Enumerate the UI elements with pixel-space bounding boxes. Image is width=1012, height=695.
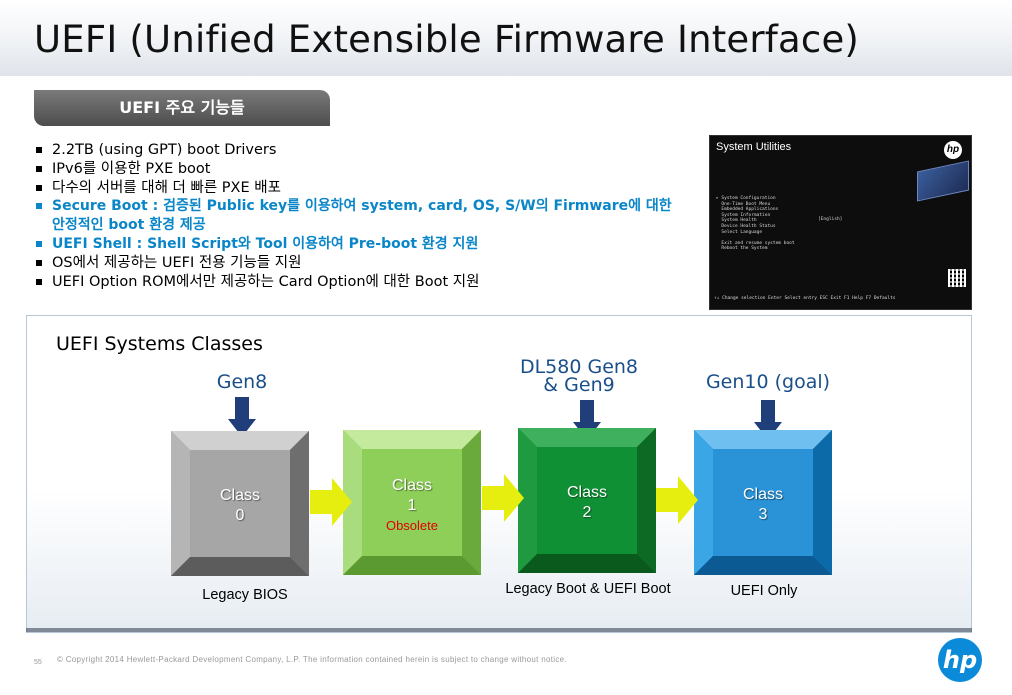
feature-item: UEFI Option ROM에서만 제공하는 Card Option에 대한 … bbox=[36, 273, 676, 292]
class-0-bevel bbox=[171, 431, 309, 576]
class-3-caption: UEFI Only bbox=[730, 583, 798, 599]
section-tab: UEFI 주요 기능들 bbox=[34, 90, 330, 126]
feature-item-highlight: Secure Boot : 검증된 Public key를 이용하여 syste… bbox=[36, 197, 676, 235]
system-utilities-screenshot: System Utilities hp ▸ System Configurati… bbox=[709, 135, 972, 310]
class-2-caption: Legacy Boot & UEFI Boot bbox=[505, 581, 671, 597]
class-1-title: Class bbox=[391, 477, 432, 494]
server-illustration bbox=[917, 160, 969, 202]
screenshot-menu: ▸ System Configuration One-Time Boot Men… bbox=[716, 196, 795, 252]
right-arrow-icon bbox=[656, 476, 698, 524]
class-0-title: Class bbox=[219, 487, 260, 504]
copyright-notice: © Copyright 2014 Hewlett-Packard Develop… bbox=[57, 655, 567, 664]
hp-logo-small: hp bbox=[944, 141, 962, 159]
title-band bbox=[0, 0, 1012, 76]
panel-shadow bbox=[26, 628, 972, 632]
hp-logo-text: hp bbox=[942, 646, 978, 674]
feature-item: 다수의 서버를 대해 더 빠른 PXE 배포 bbox=[36, 179, 676, 198]
screenshot-footer: ↑↓ Change selection Enter Select entry E… bbox=[714, 296, 896, 301]
classes-panel-title: UEFI Systems Classes bbox=[56, 333, 263, 355]
section-tab-label: UEFI 주요 기능들 bbox=[119, 98, 245, 117]
class-1-number: 1 bbox=[407, 497, 417, 514]
page-number: 55 bbox=[34, 659, 42, 666]
right-arrow-icon bbox=[482, 474, 524, 522]
feature-item-highlight: UEFI Shell : Shell Script와 Tool 이용하여 Pre… bbox=[36, 235, 676, 254]
class-3-number: 3 bbox=[758, 506, 768, 523]
class-1-obsolete-note: Obsolete bbox=[385, 518, 439, 533]
gen-label-class-0: Gen8 bbox=[216, 371, 268, 393]
down-arrow-icon bbox=[228, 397, 256, 437]
class-0-box: Class 0 bbox=[171, 431, 309, 576]
gen-label-class-2: DL580 Gen8 & Gen9 bbox=[519, 356, 639, 396]
feature-item: IPv6를 이용한 PXE boot bbox=[36, 160, 676, 179]
class-0-number: 0 bbox=[235, 507, 245, 524]
feature-item: 2.2TB (using GPT) boot Drivers bbox=[36, 141, 676, 160]
class-2-bevel bbox=[518, 428, 656, 573]
class-1-bevel bbox=[343, 430, 481, 575]
class-3-box: Class 3 bbox=[694, 430, 832, 575]
gen-label-class-3: Gen10 (goal) bbox=[705, 371, 831, 393]
screenshot-language: [English] bbox=[818, 217, 843, 222]
right-arrow-icon bbox=[310, 478, 352, 526]
qr-code-icon bbox=[948, 269, 966, 287]
class-1-box: Class 1 Obsolete bbox=[343, 430, 481, 575]
feature-list: 2.2TB (using GPT) boot Drivers IPv6를 이용한… bbox=[36, 141, 676, 291]
class-2-box: Class 2 bbox=[518, 428, 656, 573]
screenshot-title: System Utilities bbox=[716, 141, 792, 153]
class-0-caption: Legacy BIOS bbox=[202, 587, 288, 603]
hp-logo-icon: hp bbox=[938, 638, 982, 682]
class-2-number: 2 bbox=[582, 504, 592, 521]
feature-item: OS에서 제공하는 UEFI 전용 기능들 지원 bbox=[36, 254, 676, 273]
class-3-title: Class bbox=[742, 486, 783, 503]
page-title: UEFI (Unified Extensible Firmware Interf… bbox=[34, 18, 860, 61]
class-2-title: Class bbox=[566, 484, 607, 501]
class-3-bevel bbox=[694, 430, 832, 575]
